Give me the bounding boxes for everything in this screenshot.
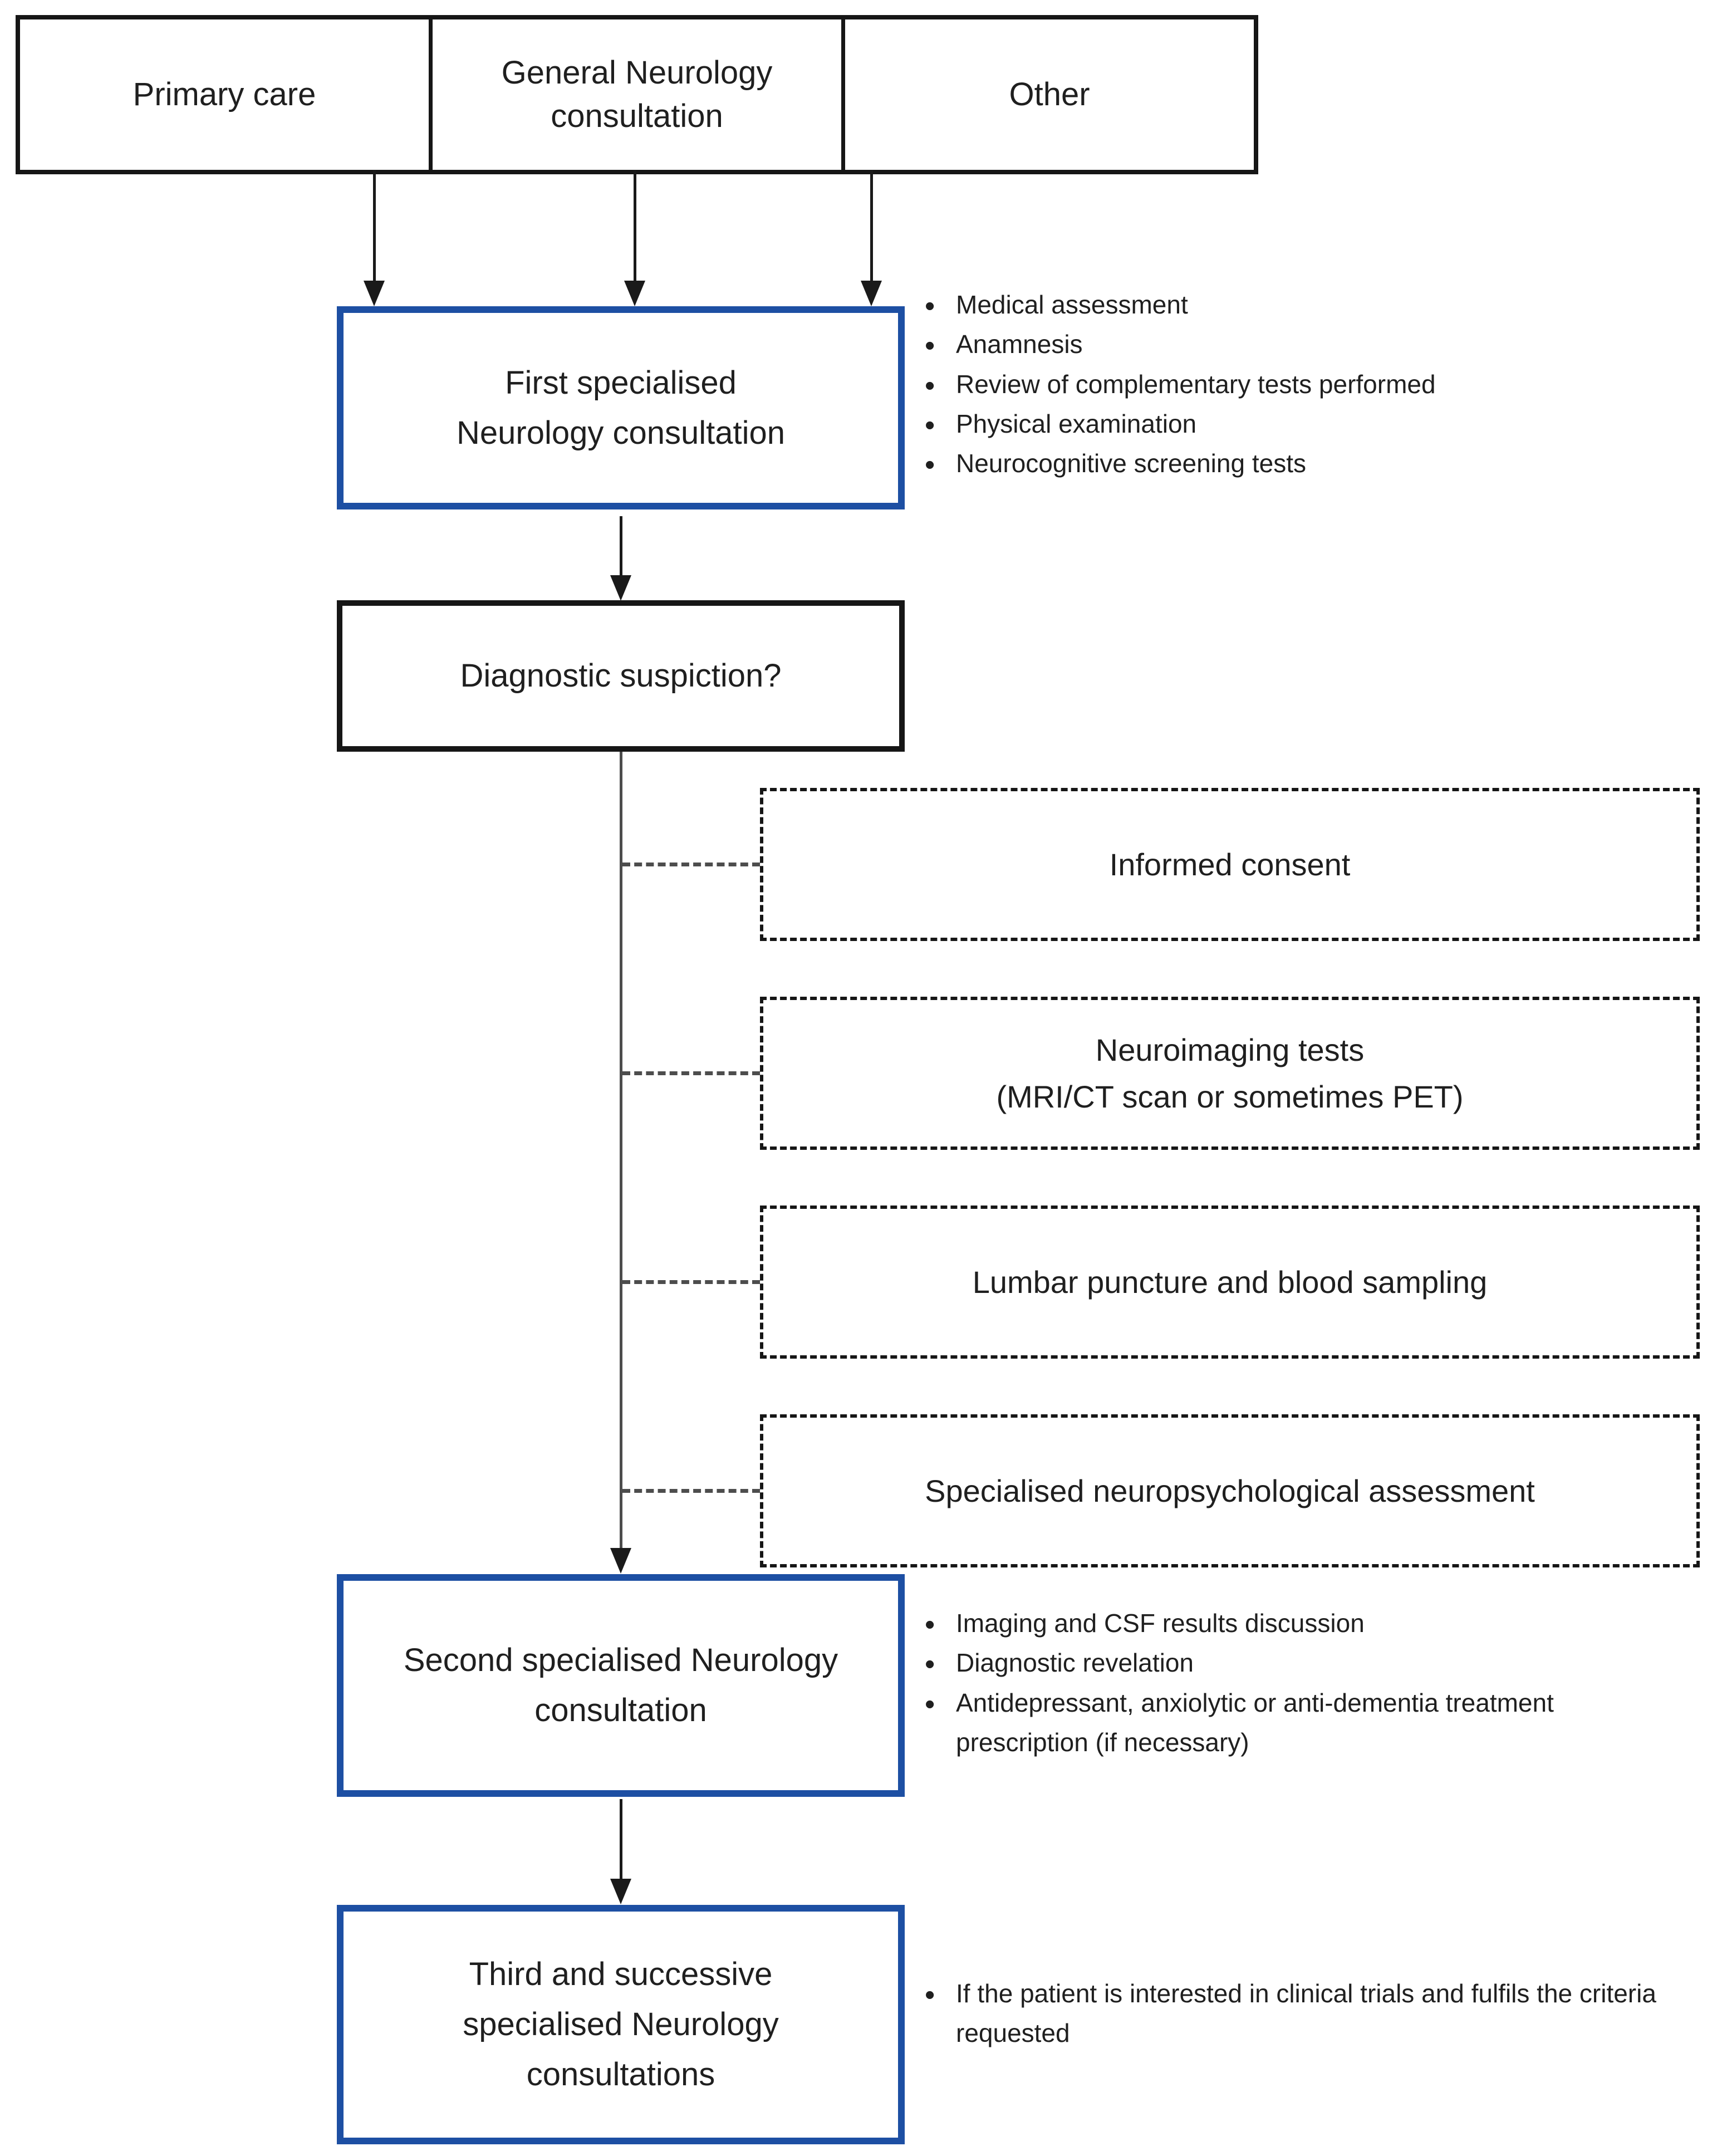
list-item: Physical examination: [921, 403, 1667, 448]
arrowhead-source-3: [861, 281, 882, 306]
list-item: Anamnesis: [921, 324, 1667, 369]
second-consultation-bullet-list: Imaging and CSF results discussion Diagn…: [921, 1603, 1590, 1763]
arrow-line-second-to-third: [620, 1799, 622, 1880]
node-informed-consent: Informed consent: [760, 788, 1700, 941]
arrow-line-first-to-diagnostic: [620, 516, 622, 576]
node-first-specialised-consultation: First specialised Neurology consultation: [337, 306, 905, 509]
node-third-successive-consultations: Third and successive specialised Neurolo…: [337, 1905, 905, 2144]
source-cell-primary-care: Primary care: [133, 76, 316, 112]
first-consultation-bullet-list: Medical assessment Anamnesis Review of c…: [921, 284, 1667, 488]
arrow-line-source-2: [634, 170, 636, 281]
list-item: If the patient is interested in clinical…: [921, 1973, 1701, 2054]
dashed-connector-neuropsychological: [622, 1489, 760, 1493]
dashed-connector-neuroimaging: [622, 1071, 760, 1075]
dashed-connector-informed-consent: [622, 863, 760, 866]
arrowhead-second-to-third: [610, 1879, 631, 1904]
node-diagnostic-suspiction: Diagnostic suspiction?: [337, 600, 905, 752]
source-cell-general-neurology: General Neurology consultation: [429, 19, 841, 170]
list-item: Antidepressant, anxiolytic or anti-demen…: [921, 1682, 1590, 1763]
arrow-line-source-3: [870, 170, 873, 281]
third-consultation-bullet-list: If the patient is interested in clinical…: [921, 1973, 1701, 2054]
arrow-line-source-1: [373, 170, 376, 281]
list-item: Medical assessment: [921, 284, 1667, 329]
arrowhead-diagnostic-to-second: [610, 1548, 631, 1574]
source-cell-other: Other: [841, 19, 1254, 170]
arrowhead-source-1: [364, 281, 385, 306]
node-second-specialised-consultation: Second specialised Neurology consultatio…: [337, 1574, 905, 1797]
list-item: Neurocognitive screening tests: [921, 443, 1667, 488]
source-row: Primary care General Neurology consultat…: [16, 15, 1258, 174]
list-item: Review of complementary tests performed: [921, 364, 1667, 409]
arrowhead-source-2: [624, 281, 645, 306]
node-neuroimaging-tests: Neuroimaging tests (MRI/CT scan or somet…: [760, 997, 1700, 1150]
list-item: Diagnostic revelation: [921, 1642, 1590, 1687]
dashed-connector-lumbar-puncture: [622, 1280, 760, 1284]
arrow-line-diagnostic-to-second: [620, 752, 622, 1549]
node-lumbar-puncture: Lumbar puncture and blood sampling: [760, 1206, 1700, 1359]
arrowhead-first-to-diagnostic: [610, 575, 631, 601]
node-neuropsychological-assessment: Specialised neuropsychological assessmen…: [760, 1414, 1700, 1567]
list-item: Imaging and CSF results discussion: [921, 1603, 1590, 1648]
